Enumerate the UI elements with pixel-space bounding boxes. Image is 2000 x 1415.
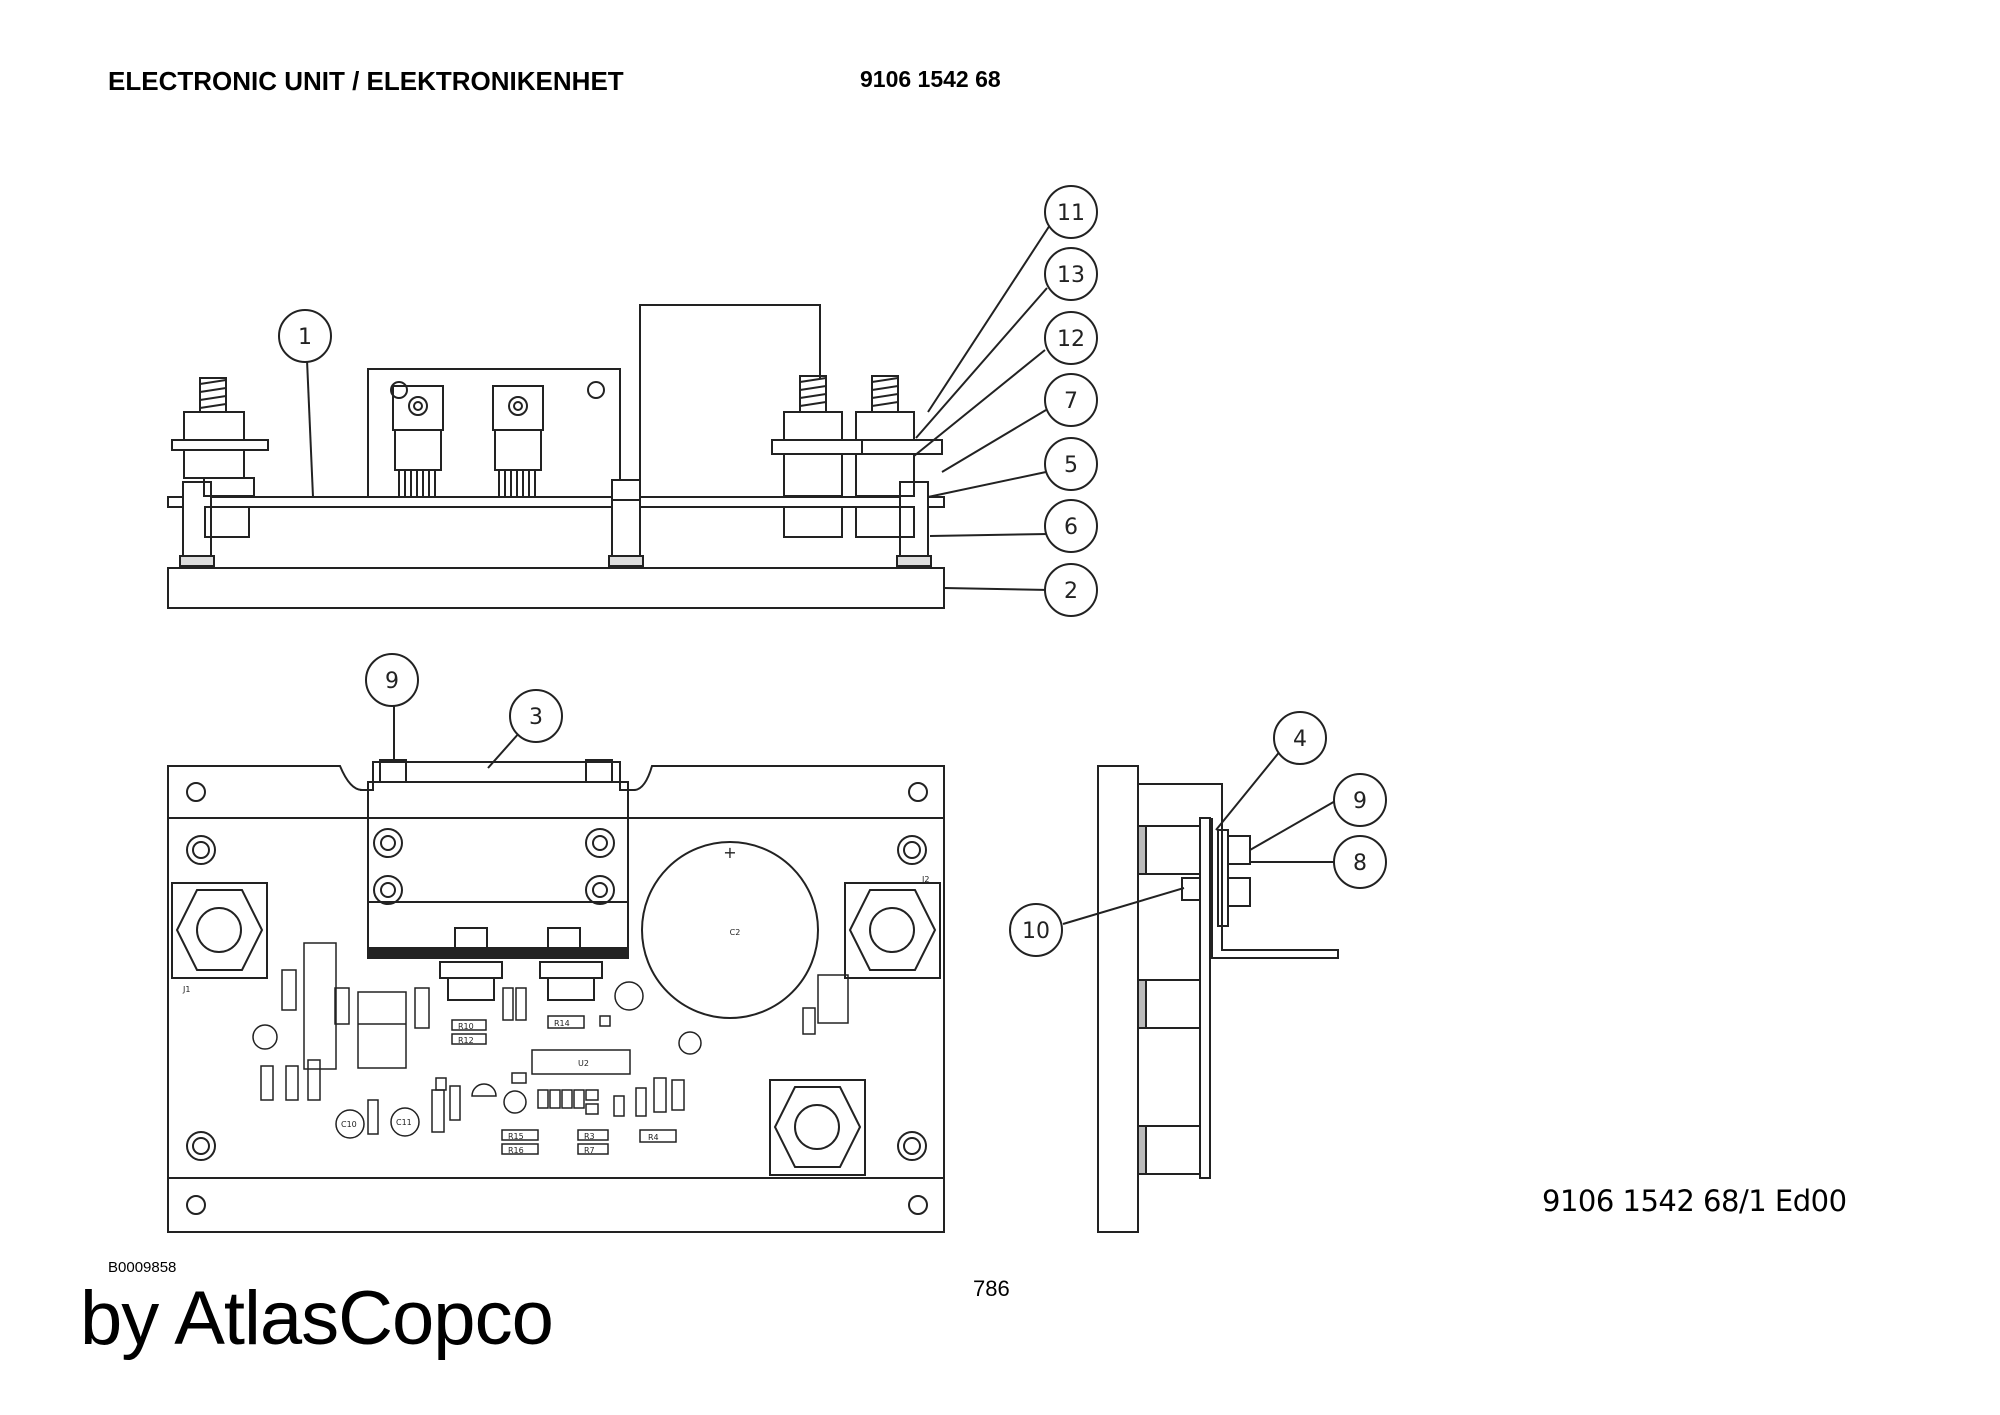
callout-9-side: 9	[1333, 773, 1387, 827]
terminal-j2: J2	[844, 875, 941, 979]
regulator-footprints	[439, 961, 603, 1001]
callout-1: 1	[278, 309, 332, 363]
callout-leaders-top	[306, 224, 1051, 591]
end-nut	[1181, 877, 1201, 901]
svg-text:R10: R10	[458, 1022, 474, 1031]
callout-5: 5	[1044, 437, 1098, 491]
svg-text:R3: R3	[584, 1132, 595, 1141]
terminal-stud-right-b	[855, 375, 943, 538]
callout-leaders-bottom	[393, 702, 1338, 925]
callout-13: 13	[1044, 247, 1098, 301]
callout-12: 12	[1044, 311, 1098, 365]
end-elevation-view	[1097, 765, 1339, 1233]
board-screw-bl	[186, 1131, 216, 1161]
standoff-left	[182, 481, 212, 563]
svg-text:R15: R15	[508, 1132, 524, 1141]
end-screw-top	[1227, 835, 1251, 865]
svg-text:1: 1	[298, 325, 312, 350]
svg-text:5: 5	[1064, 453, 1078, 478]
svg-text:C11: C11	[396, 1118, 412, 1127]
washer-middle	[608, 555, 644, 567]
svg-text:4: 4	[1293, 727, 1307, 752]
svg-text:3: 3	[529, 705, 543, 730]
terminal-stud-left	[171, 377, 269, 538]
bracket-hole-right	[587, 381, 605, 399]
board-screw-tr	[897, 835, 927, 865]
bracket-hole-left	[390, 381, 408, 399]
svg-text:R7: R7	[584, 1146, 595, 1155]
board-screw-tl	[186, 835, 216, 865]
image-id: B0009858	[108, 1259, 177, 1276]
svg-text:11: 11	[1057, 201, 1085, 226]
plan-view: + C2 J1 J2	[167, 759, 945, 1233]
callout-2: 2	[1044, 563, 1098, 617]
terminal-j1: J1	[171, 882, 268, 994]
brand-watermark: by AtlasCopco	[80, 1276, 554, 1361]
interconnect-wire	[639, 304, 821, 480]
side-elevation-view	[167, 304, 945, 609]
svg-text:6: 6	[1064, 515, 1078, 540]
end-base-plate	[1097, 765, 1139, 1233]
callout-4: 4	[1273, 711, 1327, 765]
board-screw-br	[897, 1131, 927, 1161]
document-title: ELECTRONIC UNIT / ELEKTRONIKENHET	[108, 66, 624, 96]
end-screw-bottom	[1227, 877, 1251, 907]
mount-hole-bl	[186, 1195, 206, 1215]
callout-6: 6	[1044, 499, 1098, 553]
svg-text:9: 9	[1353, 789, 1367, 814]
svg-text:10: 10	[1022, 919, 1050, 944]
svg-text:7: 7	[1064, 389, 1078, 414]
callout-10: 10	[1009, 903, 1063, 957]
svg-text:J2: J2	[921, 875, 929, 884]
svg-text:13: 13	[1057, 263, 1085, 288]
svg-text:R4: R4	[648, 1133, 659, 1142]
svg-text:R14: R14	[554, 1019, 570, 1028]
svg-text:C10: C10	[341, 1120, 357, 1129]
page-number: 786	[973, 1276, 1010, 1301]
svg-text:8: 8	[1353, 851, 1367, 876]
voltage-regulator-1	[392, 385, 444, 496]
callout-8: 8	[1333, 835, 1387, 889]
end-standoffs	[1137, 825, 1201, 1175]
callout-9-top: 9	[365, 653, 419, 707]
svg-text:9: 9	[385, 669, 399, 694]
circuit-board-edge	[167, 496, 945, 508]
drawing-reference: 9106 1542 68/1 Ed00	[1542, 1184, 1847, 1218]
heatsink-bracket	[367, 759, 629, 959]
callout-3: 3	[509, 689, 563, 743]
callout-7: 7	[1044, 373, 1098, 427]
svg-text:R12: R12	[458, 1036, 474, 1045]
end-bracket	[1138, 783, 1339, 959]
svg-text:12: 12	[1057, 327, 1085, 352]
terminal-bottom	[769, 1079, 866, 1176]
voltage-regulator-2	[492, 385, 544, 496]
terminal-stud-right-a	[771, 375, 863, 538]
base-plate	[167, 567, 945, 609]
label-c2: C2	[730, 928, 741, 937]
base-plate-outline	[167, 761, 945, 1233]
small-components: R10 R12 R14 U2 C10 C11	[252, 942, 849, 1155]
mount-hole-tl	[186, 782, 206, 802]
mount-hole-tr	[908, 782, 928, 802]
part-number: 9106 1542 68	[860, 66, 1001, 92]
mount-hole-br	[908, 1195, 928, 1215]
svg-text:R16: R16	[508, 1146, 524, 1155]
end-circuit-board	[1199, 817, 1211, 1179]
washer-right	[896, 555, 932, 567]
callout-11: 11	[1044, 185, 1098, 239]
svg-text:+: +	[723, 843, 736, 862]
capacitor-c2	[641, 841, 819, 1019]
middle-standoff-top	[611, 479, 641, 501]
washer-left	[179, 555, 215, 567]
svg-text:2: 2	[1064, 579, 1078, 604]
svg-text:U2: U2	[578, 1059, 589, 1068]
svg-text:J1: J1	[182, 985, 190, 994]
regulator-bracket	[367, 368, 621, 497]
